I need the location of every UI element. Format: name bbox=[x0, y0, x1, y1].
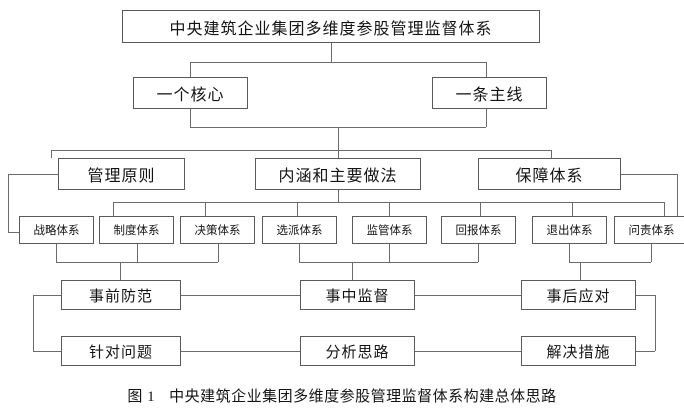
connector-level4-5-drop bbox=[480, 202, 481, 216]
connector-left-bracket-vertical bbox=[33, 295, 34, 351]
connector-level3-2-drop bbox=[551, 150, 552, 158]
connector-level2-bus bbox=[190, 62, 486, 63]
connector-level3-0-drop bbox=[51, 150, 52, 158]
connector-g1-0-down bbox=[56, 244, 57, 262]
connector-g1-1-down bbox=[137, 244, 138, 262]
connector-level4-2-drop bbox=[205, 202, 206, 216]
connector-g3-to-level5 bbox=[580, 262, 581, 280]
connector-level2-0-down bbox=[190, 109, 191, 127]
node-level4-3: 选派体系 bbox=[262, 216, 337, 244]
connector-level4-7-drop bbox=[664, 202, 665, 216]
connector-level4-left-bus bbox=[113, 202, 205, 203]
connector-level6-link-0 bbox=[181, 351, 300, 352]
node-level6-0: 针对问题 bbox=[61, 336, 181, 366]
node-level2-1: 一条主线 bbox=[432, 77, 547, 109]
node-level4-1: 制度体系 bbox=[99, 216, 174, 244]
connector-level2-1-down bbox=[486, 109, 487, 127]
connector-level4-3-drop bbox=[297, 202, 298, 216]
connector-right-vertical bbox=[677, 174, 678, 232]
node-level3-0: 管理原则 bbox=[58, 158, 185, 190]
figure-caption-text: 中央建筑企业集团多维度参股管理监督体系构建总体思路 bbox=[169, 389, 557, 405]
node-level6-1: 分析思路 bbox=[300, 336, 415, 366]
connector-g1-to-level5 bbox=[120, 262, 121, 280]
node-level5-0: 事前防范 bbox=[61, 280, 181, 310]
connector-level3-bus bbox=[51, 150, 551, 151]
node-level5-2: 事后应对 bbox=[521, 280, 636, 310]
node-level4-4: 监管体系 bbox=[352, 216, 427, 244]
node-level4-0: 战略体系 bbox=[19, 216, 94, 244]
connector-level4-1-drop bbox=[113, 202, 114, 216]
connector-g3-0-down bbox=[569, 244, 570, 262]
connector-left-vertical bbox=[8, 174, 9, 232]
connector-g2-1-down bbox=[389, 244, 390, 262]
node-level3-1: 内涵和主要做法 bbox=[255, 158, 421, 190]
connector-left-in bbox=[8, 232, 19, 233]
connector-right-bracket-vertical bbox=[655, 295, 656, 351]
connector-level3-1-drop bbox=[338, 150, 339, 158]
connector-level2-left-drop bbox=[190, 62, 191, 77]
node-level4-7: 问责体系 bbox=[614, 216, 684, 244]
connector-left-out bbox=[8, 174, 58, 175]
node-level2-0: 一个核心 bbox=[133, 77, 248, 109]
connector-g1-bus bbox=[56, 262, 218, 263]
node-level6-2: 解决措施 bbox=[521, 336, 636, 366]
connector-g2-bus bbox=[299, 262, 478, 263]
connector-root-down bbox=[331, 43, 332, 63]
connector-g2-2-down bbox=[478, 244, 479, 262]
connector-right-bracket-bottom bbox=[636, 351, 655, 352]
connector-level4-mid-bus bbox=[205, 202, 664, 203]
connector-left-bracket-top bbox=[33, 295, 61, 296]
node-level4-5: 回报体系 bbox=[441, 216, 516, 244]
connector-level3-1-to-level4 bbox=[338, 190, 339, 202]
figure-caption: 图 1 中央建筑企业集团多维度参股管理监督体系构建总体思路 bbox=[0, 385, 684, 406]
connector-right-out bbox=[621, 174, 677, 175]
node-root: 中央建筑企业集团多维度参股管理监督体系 bbox=[122, 10, 540, 43]
node-level4-6: 退出体系 bbox=[532, 216, 607, 244]
connector-g2-0-down bbox=[299, 244, 300, 262]
connector-level5-link-1 bbox=[415, 295, 521, 296]
connector-g2-to-level5 bbox=[352, 262, 353, 280]
connector-g3-bus bbox=[569, 262, 651, 263]
node-level5-1: 事中监督 bbox=[300, 280, 415, 310]
connector-level4-4-drop bbox=[389, 202, 390, 216]
connector-right-bracket-top bbox=[636, 295, 655, 296]
connector-left-bracket-bottom bbox=[33, 351, 61, 352]
connector-level2-right-drop bbox=[486, 62, 487, 77]
connector-g1-2-down bbox=[218, 244, 219, 262]
node-level4-2: 决策体系 bbox=[180, 216, 255, 244]
connector-level3-down bbox=[338, 127, 339, 150]
connector-level5-link-0 bbox=[181, 295, 300, 296]
connector-g3-1-down bbox=[651, 244, 652, 262]
connector-level6-link-1 bbox=[415, 351, 521, 352]
connector-level4-6-drop bbox=[572, 202, 573, 216]
figure-caption-number: 图 1 bbox=[127, 389, 156, 405]
node-level3-2: 保障体系 bbox=[478, 158, 621, 190]
